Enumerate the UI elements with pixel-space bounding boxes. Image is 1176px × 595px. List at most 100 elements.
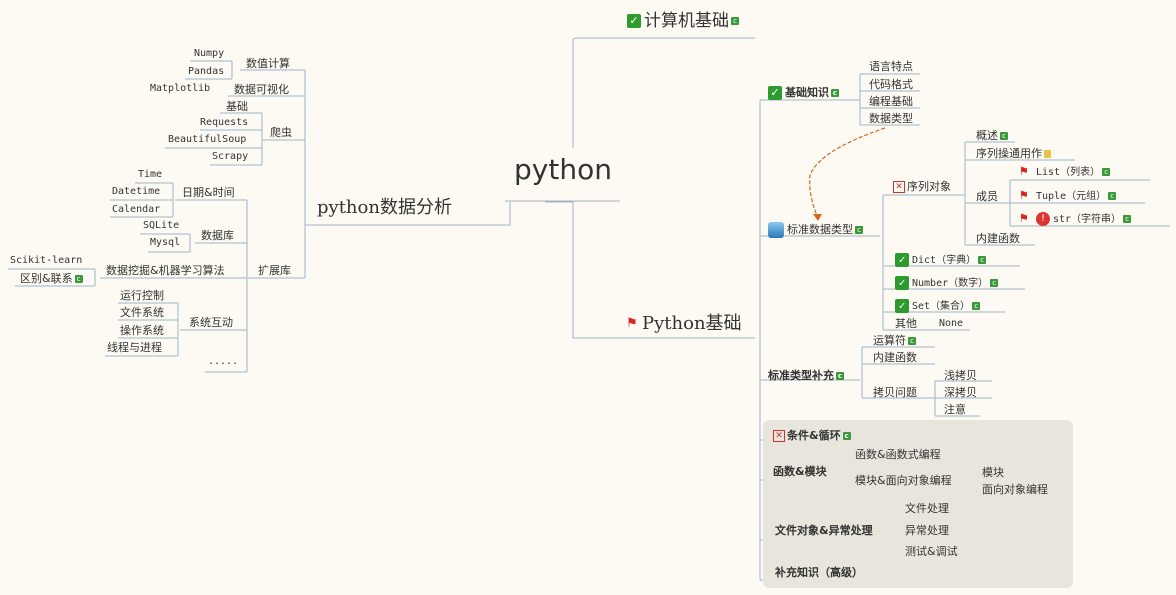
- requests-node[interactable]: Requests: [200, 117, 249, 128]
- module-node[interactable]: 模块: [982, 466, 1004, 479]
- cross-icon: ✕: [893, 181, 905, 193]
- note-c-icon: c: [855, 226, 863, 234]
- os-node[interactable]: 操作系统: [120, 324, 164, 337]
- deep-copy-node[interactable]: 深拷贝: [944, 386, 977, 399]
- thread-node[interactable]: 线程与进程: [107, 341, 162, 354]
- calendar-node[interactable]: Calendar: [112, 204, 161, 215]
- dict-label: Dict（字典）: [912, 255, 977, 266]
- dict-node[interactable]: ✓Dict（字典）c: [895, 253, 987, 267]
- datetime-group-node[interactable]: 日期&时间: [182, 186, 235, 199]
- seq-ops-node[interactable]: 序列操通用作: [976, 148, 1051, 159]
- files-node[interactable]: 文件对象&异常处理: [775, 524, 873, 537]
- time-node[interactable]: Time: [138, 169, 163, 180]
- note-c-icon: c: [1123, 215, 1132, 223]
- more-node[interactable]: .....: [208, 356, 239, 367]
- file-handling-node[interactable]: 文件处理: [905, 502, 949, 515]
- crawler-node[interactable]: 爬虫: [270, 126, 292, 139]
- scrapy-node[interactable]: Scrapy: [212, 151, 249, 162]
- ml-node[interactable]: 数据挖掘&机器学习算法: [106, 264, 225, 277]
- seq-node[interactable]: ✕序列对象: [893, 181, 951, 193]
- filesystem-node[interactable]: 文件系统: [120, 306, 164, 319]
- str-label: str（字符串）: [1053, 214, 1122, 225]
- advanced-topics-panel: [763, 420, 1073, 588]
- fp-node[interactable]: 函数&函数式编程: [855, 448, 941, 461]
- members-node[interactable]: 成员: [976, 190, 998, 203]
- matplotlib-node[interactable]: Matplotlib: [150, 83, 211, 94]
- overview-label: 概述: [976, 129, 998, 142]
- seq-ops-label: 序列操通用作: [976, 147, 1042, 160]
- oop-node[interactable]: 模块&面向对象编程: [855, 474, 952, 487]
- sys-node[interactable]: 系统互动: [189, 316, 233, 329]
- supp-builtin-node[interactable]: 内建函数: [873, 351, 917, 364]
- beautifulsoup-node[interactable]: BeautifulSoup: [168, 134, 247, 145]
- set-label: Set（集合）: [912, 301, 971, 312]
- seq-builtin-node[interactable]: 内建函数: [976, 232, 1020, 245]
- str-node[interactable]: ⚑!str（字符串）c: [1020, 211, 1132, 226]
- analysis-node[interactable]: python数据分析: [317, 197, 452, 218]
- warning-icon: !: [1036, 212, 1050, 226]
- list-node[interactable]: ⚑List（列表）c: [1020, 164, 1111, 179]
- datetime-node[interactable]: Datetime: [112, 186, 161, 197]
- check-icon: ✓: [895, 253, 909, 267]
- pandas-node[interactable]: Pandas: [188, 66, 225, 77]
- exception-node[interactable]: 异常处理: [905, 524, 949, 537]
- viz-node[interactable]: 数据可视化: [234, 83, 289, 96]
- sklearn-node[interactable]: Scikit-learn: [10, 255, 83, 266]
- testing-node[interactable]: 测试&调试: [905, 545, 958, 558]
- oo-node[interactable]: 面向对象编程: [982, 483, 1048, 496]
- copy-node[interactable]: 拷贝问题: [873, 386, 917, 399]
- window-icon: [768, 222, 784, 238]
- number-label: Number（数字）: [912, 278, 989, 289]
- flag-icon: ⚑: [1020, 164, 1028, 179]
- root-node[interactable]: python: [514, 153, 612, 186]
- shallow-copy-node[interactable]: 浅拷贝: [944, 369, 977, 382]
- cross-icon: ✕: [773, 430, 785, 442]
- std-types-label: 标准数据类型: [787, 223, 853, 236]
- number-node[interactable]: ✓Number（数字）c: [895, 276, 999, 290]
- numeric-node[interactable]: 数值计算: [246, 57, 290, 70]
- note-c-icon: c: [990, 279, 999, 287]
- list-label: List（列表）: [1036, 167, 1101, 178]
- check-icon: ✓: [768, 86, 782, 100]
- other-node[interactable]: 其他: [895, 317, 917, 330]
- note-c-icon: c: [842, 432, 851, 440]
- set-node[interactable]: ✓Set（集合）c: [895, 299, 981, 313]
- flag-icon: ⚑: [626, 316, 638, 331]
- loops-label: 条件&循环: [787, 429, 841, 442]
- prog-basics-node[interactable]: 编程基础: [869, 95, 913, 108]
- lang-feature-node[interactable]: 语言特点: [869, 60, 913, 73]
- python-basics-node[interactable]: ⚑Python基础: [626, 315, 742, 333]
- numpy-node[interactable]: Numpy: [194, 48, 225, 59]
- note-c-icon: c: [836, 372, 844, 380]
- flag-icon: ⚑: [1020, 211, 1028, 226]
- note-c-icon: c: [731, 17, 739, 25]
- check-icon: ✓: [895, 299, 909, 313]
- crawler-basics-node[interactable]: 基础: [226, 100, 248, 113]
- operator-label: 运算符: [873, 334, 906, 347]
- note-c-icon: c: [1108, 192, 1117, 200]
- code-format-node[interactable]: 代码格式: [869, 78, 913, 91]
- data-type-node[interactable]: 数据类型: [869, 112, 913, 125]
- db-node[interactable]: 数据库: [201, 229, 234, 242]
- none-node[interactable]: None: [939, 318, 964, 329]
- check-icon: ✓: [627, 14, 641, 28]
- mysql-node[interactable]: Mysql: [150, 237, 181, 248]
- run-control-node[interactable]: 运行控制: [120, 289, 164, 302]
- check-icon: ✓: [895, 276, 909, 290]
- tuple-node[interactable]: ⚑Tuple（元组）c: [1020, 189, 1117, 203]
- funcs-node[interactable]: 函数&模块: [773, 465, 827, 478]
- knowledge-label: 基础知识: [785, 86, 829, 99]
- note-node[interactable]: 注意: [944, 403, 966, 416]
- sqlite-node[interactable]: SQLite: [143, 220, 180, 231]
- tuple-label: Tuple（元组）: [1036, 191, 1107, 202]
- ext-lib-node[interactable]: 扩展库: [258, 264, 291, 277]
- advanced-node[interactable]: 补充知识（高级）: [775, 566, 863, 579]
